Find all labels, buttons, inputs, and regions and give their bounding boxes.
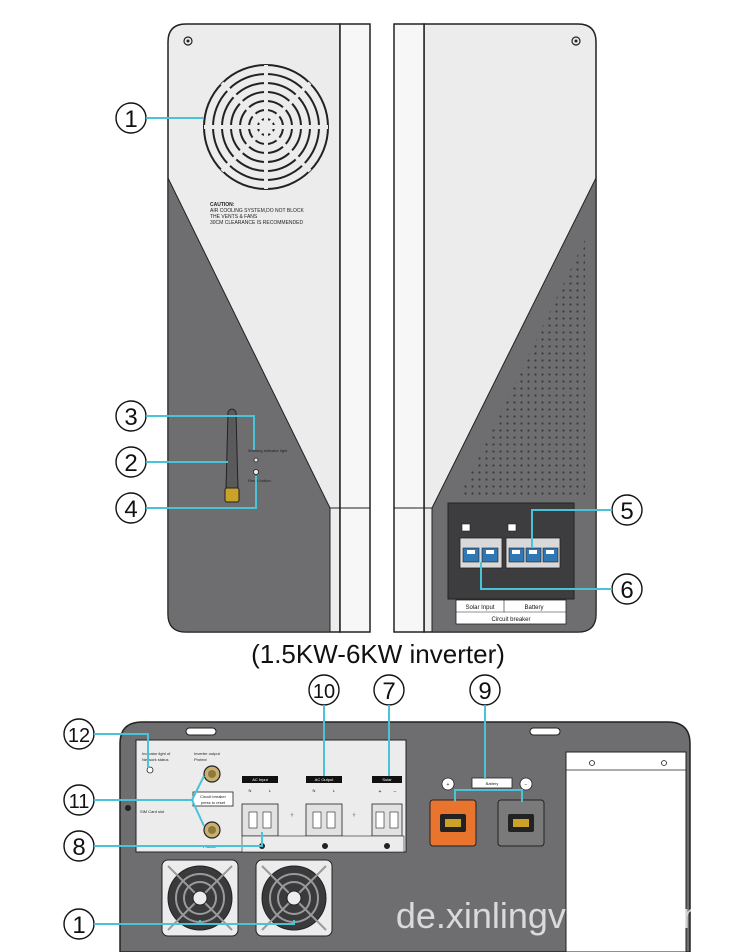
ac-input-terminal[interactable]: AC Input N L bbox=[241, 776, 279, 837]
callout-3: 3 bbox=[115, 400, 255, 450]
battery-breaker-button[interactable] bbox=[505, 537, 561, 569]
caution-line-1: AIR COOLING SYSTEM,DO NOT BLOCK bbox=[210, 208, 304, 214]
side-plate bbox=[565, 751, 687, 952]
working-indicator-label: Working indicator light bbox=[248, 448, 288, 453]
callout-1-bottom: 1 bbox=[63, 908, 295, 940]
callout-10: 10 bbox=[308, 674, 340, 776]
svg-text:N: N bbox=[313, 788, 316, 793]
ground-icon: ⏚ bbox=[352, 811, 356, 817]
svg-text:12: 12 bbox=[68, 725, 90, 747]
svg-text:AC Input: AC Input bbox=[252, 777, 268, 782]
callout-12: 12 bbox=[63, 718, 149, 768]
svg-text:2: 2 bbox=[124, 450, 137, 477]
ground-icon: ⏚ bbox=[290, 811, 294, 817]
svg-text:+: + bbox=[379, 789, 382, 795]
antenna-icon bbox=[224, 408, 240, 503]
network-status-light bbox=[146, 766, 154, 774]
callout-1-top: 1 bbox=[115, 102, 204, 134]
callout-8: 8 bbox=[63, 830, 263, 862]
inverter-protect-label-1: Inverter output bbox=[194, 751, 221, 756]
svg-text:3: 3 bbox=[124, 404, 137, 431]
svg-text:4: 4 bbox=[124, 496, 137, 523]
caption: (1.5KW-6KW inverter) bbox=[251, 639, 505, 669]
svg-text:−: − bbox=[394, 789, 397, 795]
callout-2: 2 bbox=[115, 446, 228, 478]
svg-text:1: 1 bbox=[124, 106, 137, 133]
reset-button[interactable] bbox=[253, 469, 259, 475]
right-panel-edge-strip bbox=[393, 23, 425, 633]
svg-text:6: 6 bbox=[620, 577, 633, 604]
screw-icon bbox=[183, 36, 193, 46]
network-label-2: Network status bbox=[142, 757, 168, 762]
svg-text:1: 1 bbox=[72, 912, 85, 939]
watermark: de.xinlingvideo.com bbox=[396, 895, 712, 936]
screw-icon bbox=[571, 36, 581, 46]
reset-label-2: press to reset bbox=[201, 800, 226, 805]
sim-slot-label: SIM Card slot bbox=[140, 809, 165, 814]
svg-text:L: L bbox=[333, 788, 336, 793]
right-side-panel: Solar Input Battery Circuit breaker 5 6 bbox=[393, 23, 643, 633]
left-panel-edge-strip bbox=[339, 23, 371, 633]
solar-terminal[interactable]: Solar + − bbox=[371, 776, 403, 837]
reset-button-label: Reset button bbox=[248, 478, 271, 483]
callout-7: 7 bbox=[373, 674, 405, 776]
vent-grille bbox=[458, 240, 585, 498]
reset-label-1: Circuit breaker bbox=[200, 794, 227, 799]
svg-text:9: 9 bbox=[478, 678, 491, 705]
fan-icon bbox=[255, 859, 333, 937]
battery-plus-connector[interactable] bbox=[429, 799, 477, 847]
solar-breaker-button[interactable] bbox=[459, 537, 503, 569]
callout-11: 11 bbox=[63, 775, 205, 827]
callout-9: 9 bbox=[454, 674, 523, 802]
caution-line-3: 30CM CLEARANCE IS RECOMMENDED bbox=[210, 220, 303, 226]
network-label-1: Indicator light of bbox=[142, 751, 171, 756]
callout-4: 4 bbox=[115, 476, 257, 524]
svg-text:7: 7 bbox=[382, 678, 395, 705]
indicator-light bbox=[253, 457, 259, 463]
callout-6: 6 bbox=[480, 562, 643, 605]
battery-label: Battery bbox=[486, 781, 499, 786]
bottom-panel: Indicator light of Network status SIM Ca… bbox=[63, 674, 691, 952]
svg-text:Solar: Solar bbox=[382, 777, 392, 782]
svg-text:L: L bbox=[269, 788, 272, 793]
svg-text:−: − bbox=[525, 782, 528, 788]
inverter-protect-label-2: Protect bbox=[194, 757, 208, 762]
svg-text:11: 11 bbox=[69, 791, 90, 813]
callout-5: 5 bbox=[531, 494, 643, 548]
svg-text:5: 5 bbox=[620, 498, 633, 525]
svg-text:8: 8 bbox=[72, 834, 85, 861]
svg-text:AC Output: AC Output bbox=[315, 777, 335, 782]
breaker-title: Circuit breaker bbox=[491, 617, 530, 623]
battery-minus-connector[interactable] bbox=[497, 799, 545, 847]
left-panel-dark-diagonal bbox=[167, 177, 331, 633]
breaker-solar-label: Solar Input bbox=[465, 605, 494, 611]
svg-text:+: + bbox=[447, 782, 450, 788]
fan-vent-icon bbox=[203, 64, 329, 190]
left-side-panel: CAUTION: AIR COOLING SYSTEM,DO NOT BLOCK… bbox=[115, 23, 371, 633]
caution-line-2: THE VENTS & FANS bbox=[210, 214, 258, 220]
breaker-battery-label: Battery bbox=[524, 605, 543, 611]
fan-icon bbox=[161, 859, 239, 937]
svg-text:N: N bbox=[249, 788, 252, 793]
svg-text:10: 10 bbox=[313, 681, 335, 703]
caution-title: CAUTION: bbox=[210, 202, 235, 208]
